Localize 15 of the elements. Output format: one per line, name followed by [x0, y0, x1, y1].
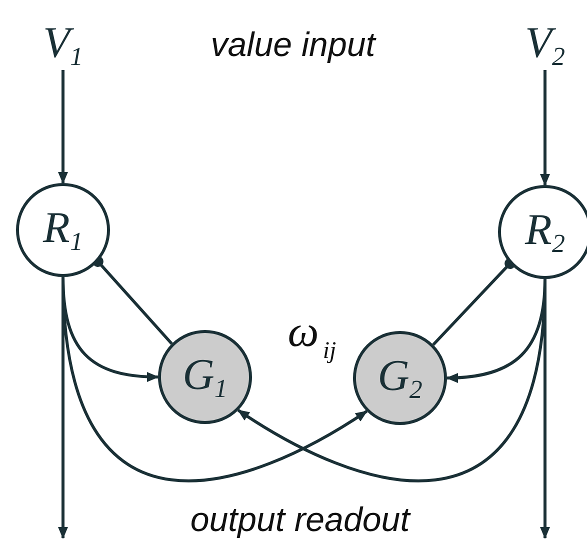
- arrow: [58, 70, 68, 184]
- input-variable: V$_{1}$: [33, 20, 93, 70]
- weight-label: ω$_{ij}$: [288, 310, 336, 363]
- section-title: value input: [210, 28, 376, 62]
- readout-node: R$_{2}$: [498, 185, 587, 279]
- input-variable: V$_{2}$: [515, 20, 575, 70]
- section-title: output readout: [190, 503, 410, 537]
- arrow: [540, 70, 550, 186]
- gain-node: G$_{1}$: [158, 330, 252, 424]
- arrow: [540, 279, 550, 539]
- inhibitory-connector: [432, 258, 516, 346]
- readout-node: R$_{1}$: [16, 183, 110, 277]
- inhibitory-connector: [92, 256, 173, 345]
- gain-node: G$_{2}$: [353, 331, 447, 425]
- arrow: [58, 277, 68, 539]
